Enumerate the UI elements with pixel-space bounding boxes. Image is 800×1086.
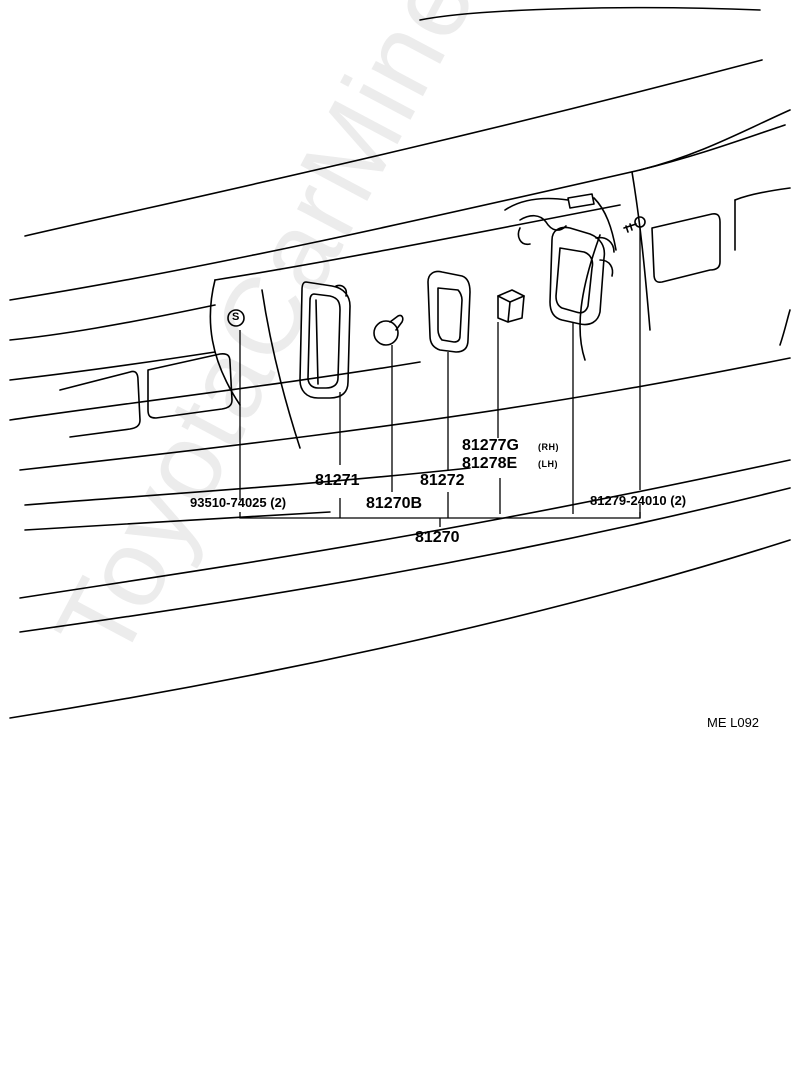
body-line-3	[9, 304, 216, 341]
s-marker-circle	[227, 309, 245, 327]
reflector-left-1	[147, 353, 233, 419]
lens-inner	[307, 293, 341, 389]
label-81278E: 81278E	[462, 455, 518, 472]
bulb-glass	[373, 320, 399, 346]
wire-2	[517, 227, 531, 246]
label-81272: 81272	[420, 472, 465, 489]
lens-clip	[335, 284, 348, 297]
cover-body	[497, 289, 525, 323]
lens-rib	[315, 299, 319, 385]
recess-left-arc	[209, 279, 241, 406]
leader-bracket-bottom	[239, 512, 641, 519]
gasket-inner	[437, 287, 463, 343]
body-line-9	[24, 511, 331, 531]
recess-inner-arc	[261, 289, 301, 449]
body-line-8	[24, 467, 471, 506]
body-line-11	[19, 487, 791, 633]
reflector-left-2	[59, 370, 141, 438]
recess-right-inner-arc	[579, 234, 601, 361]
body-line-13	[639, 109, 791, 171]
bulb-base	[389, 314, 404, 331]
reflector-right-2-top	[734, 187, 791, 201]
recess-right-arc	[631, 171, 651, 331]
lens-outer	[299, 281, 351, 399]
label-lh: (LH)	[538, 459, 558, 469]
housing-inner	[555, 247, 594, 314]
label-93510-74025: 93510-74025 (2)	[190, 495, 287, 510]
gasket-outer	[427, 270, 471, 353]
screw-head	[634, 216, 646, 228]
label-81270B: 81270B	[366, 495, 423, 512]
housing-clip-mid	[599, 259, 614, 277]
cover-fold	[497, 295, 525, 303]
connector	[567, 193, 595, 209]
body-line-2	[9, 124, 786, 301]
label-rh: (RH)	[538, 442, 559, 452]
label-81279-24010: 81279-24010 (2)	[590, 493, 687, 508]
body-line-12	[9, 539, 791, 719]
body-line-top	[419, 6, 761, 21]
cover-edge	[507, 301, 511, 323]
label-81270: 81270	[415, 529, 460, 546]
body-line-14	[779, 309, 791, 346]
body-line-7	[19, 357, 791, 471]
body-line-1	[24, 59, 763, 237]
reference-code: ME L092	[707, 715, 760, 730]
label-81277G: 81277G	[462, 437, 519, 454]
s-marker-letter: S	[232, 311, 240, 323]
body-line-4	[214, 204, 621, 281]
wire-3	[504, 197, 569, 211]
body-line-6	[9, 361, 421, 421]
screw-thread	[625, 223, 633, 233]
wire-1	[519, 214, 567, 231]
wire-4	[593, 197, 617, 251]
reflector-right-1	[651, 213, 721, 283]
body-line-10	[19, 459, 791, 599]
body-line-5	[9, 351, 216, 381]
housing-clip-top	[595, 236, 615, 253]
label-81271: 81271	[315, 472, 360, 489]
